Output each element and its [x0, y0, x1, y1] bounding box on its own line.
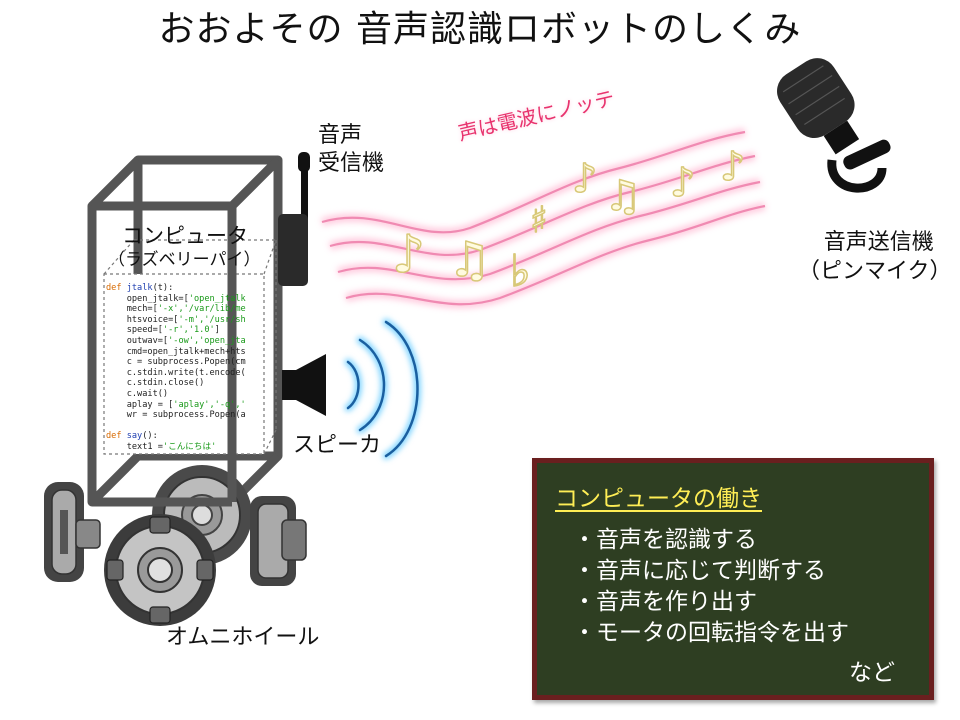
computer-label: コンピュータ （ラズベリーパイ） [108, 224, 261, 272]
music-note-icon: ♫ [448, 232, 491, 288]
computer-box [103, 239, 277, 455]
music-note-icon: ♪ [720, 144, 746, 190]
pin-microphone-icon [777, 58, 891, 193]
transmitter-label-line: （ピンマイク） [798, 259, 952, 284]
transmitter-label: 音声送信機 （ピンマイク） [798, 228, 952, 286]
transmitter-label-line: 音声送信機 [823, 230, 934, 255]
speaker-label: スピーカ [293, 433, 382, 458]
code-line: cmd=open_jtalk+mech+hts [106, 346, 246, 357]
list-item: ・音声を認識する [573, 527, 757, 553]
flat-icon: ♭ [510, 246, 531, 297]
code-line: htsvoice=['-m','/usr/sh [106, 314, 246, 325]
receiver-icon [278, 152, 310, 286]
code-line: speed=['-r','1.0'] [106, 325, 220, 336]
music-note-icon: ♪ [670, 160, 696, 206]
list-item: ・音声を作り出す [573, 589, 757, 615]
code-line: aplay = ['aplay','-q',' [106, 399, 246, 410]
page-title: おおよその 音声認識ロボットのしくみ [158, 9, 802, 50]
omni-wheels [44, 465, 307, 626]
list-item: ・音声に応じて判断する [573, 558, 826, 584]
code-listing: def jtalk(t): open_jtalk=['open_jtalk me… [106, 283, 256, 453]
computer-label-line: （ラズベリーパイ） [108, 250, 261, 270]
omni-wheel-icon [44, 482, 101, 582]
code-line: text1 ='こんにちは' [106, 441, 217, 452]
code-line: c.stdin.write(t.encode( [106, 367, 246, 378]
music-note-icon: ♪ [392, 225, 425, 285]
code-line: def jtalk(t): [106, 283, 174, 293]
robot-frame-front [87, 201, 237, 507]
code-line: open_jtalk=['open_jtalk [106, 293, 246, 304]
board-title: コンピュータの働き [555, 486, 762, 512]
code-line: mech=['-x','/var/lib/me [106, 304, 246, 315]
computer-functions-board: コンピュータの働き ・音声を認識する ・音声に応じて判断する ・音声を作り出す … [532, 458, 934, 700]
sound-waves [344, 318, 421, 460]
code-line: c = subprocess.Popen(cm [106, 357, 246, 368]
computer-label-line: コンピュータ [122, 224, 248, 248]
music-notes: ♪ ♫ ♭ ♯ ♪ ♫ ♪ ♪ [391, 143, 746, 298]
receiver-label-line: 受信機 [318, 151, 385, 176]
board-list: ・音声を認識する ・音声に応じて判断する ・音声を作り出す ・モータの回転指令を… [573, 525, 849, 649]
code-line: def say(): [106, 431, 158, 442]
board-tail: など [849, 660, 895, 686]
radio-waves [320, 128, 766, 309]
omni-wheel-label: オムニホイール [166, 625, 320, 650]
sharp-icon: ♯ [530, 200, 547, 241]
omni-wheel-icon [104, 514, 216, 626]
receiver-label-line: 音声 [318, 123, 363, 148]
speaker-icon [282, 354, 326, 416]
music-note-icon: ♫ [604, 171, 642, 220]
code-line [106, 421, 256, 432]
receiver-label: 音声 受信機 [318, 122, 384, 178]
music-note-icon: ♪ [572, 156, 598, 202]
list-item: ・モータの回転指令を出す [573, 620, 849, 646]
code-line: c.stdin.close() [106, 378, 205, 389]
code-line: wr = subprocess.Popen(a [106, 410, 246, 421]
omni-wheel-icon [250, 496, 307, 586]
code-line: c.wait() [106, 388, 169, 399]
code-line: outwav=['-ow','open_jta [106, 335, 246, 346]
